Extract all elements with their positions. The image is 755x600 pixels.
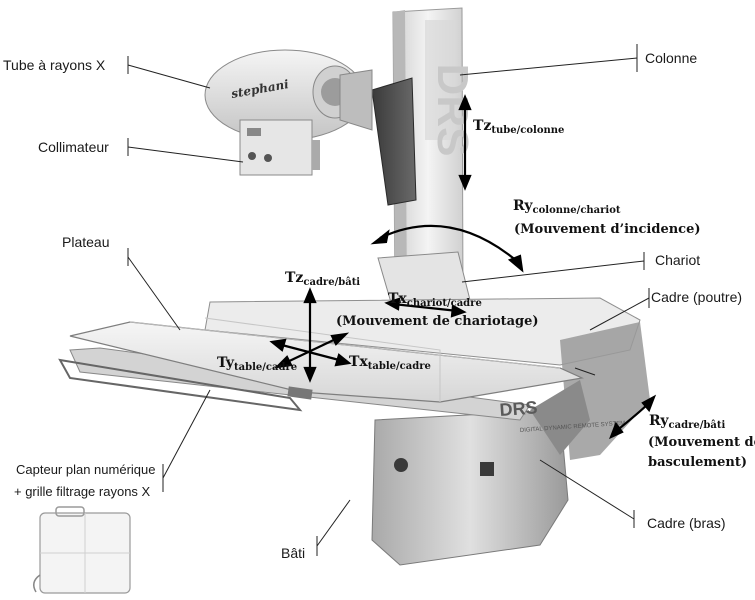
table-logo: DRS (499, 397, 538, 420)
label-capteur-line1: Capteur plan numérique (16, 462, 156, 477)
motion-arrows (269, 94, 657, 440)
tube-head-shape (204, 49, 373, 141)
axis-ty-table: Tytable/cadre (217, 355, 297, 373)
axis-ty-table-sub: table/cadre (234, 362, 298, 373)
collimator-shape (239, 119, 320, 176)
axis-tx-table-main: Tx (349, 354, 368, 370)
axis-ry-cadre-note1: (Mouvement de (648, 435, 755, 450)
axis-tz-cadre-sub: cadre/bâti (303, 277, 361, 288)
axis-tx-table: Txtable/cadre (349, 354, 431, 372)
column-arm-shape (371, 77, 417, 206)
axis-tx-chariot-note: (Mouvement de chariotage) (336, 314, 539, 329)
label-cadre-poutre: Cadre (poutre) (651, 289, 743, 305)
label-chariot: Chariot (655, 252, 701, 268)
leader-lines (127, 44, 650, 556)
axis-tx-chariot-main: Tx (388, 291, 407, 307)
label-colonne: Colonne (645, 50, 698, 66)
axis-ry-cadre-main: Ry (649, 413, 669, 429)
label-cadre-bras: Cadre (bras) (647, 515, 726, 531)
axis-ry-colonne-sub: colonne/chariot (532, 205, 621, 216)
axis-tz-tube-sub: tube/colonne (491, 125, 565, 136)
label-plateau: Plateau (62, 234, 110, 250)
axis-ry-cadre-sub: cadre/bâti (668, 420, 726, 431)
axis-tz-tube-main: Tz (473, 118, 492, 134)
label-tube: Tube à rayons X (3, 57, 106, 73)
axis-ry-cadre-note2: basculement) (648, 455, 748, 470)
axis-tz-tube: Tztube/colonne (473, 118, 564, 136)
axis-ry-colonne: Rycolonne/chariot (513, 198, 621, 216)
axis-tx-chariot-sub: chariot/cadre (406, 298, 482, 309)
base-shape (371, 409, 569, 566)
label-bati: Bâti (281, 545, 306, 561)
label-collimateur: Collimateur (38, 139, 109, 155)
axis-tz-cadre: Tzcadre/bâti (285, 270, 360, 288)
axis-tx-table-sub: table/cadre (367, 361, 431, 372)
axis-tx-chariot: Txchariot/cadre (388, 291, 482, 309)
axis-ry-colonne-main: Ry (513, 198, 533, 214)
axis-tz-cadre-main: Tz (285, 270, 304, 286)
axis-ry-cadre: Rycadre/bâti (649, 413, 725, 431)
label-capteur-line2: + grille filtrage rayons X (14, 484, 151, 499)
axis-ty-table-main: Ty (217, 355, 235, 371)
flat-panel-detector-shape (33, 506, 131, 594)
axis-ry-colonne-note: (Mouvement d’incidence) (514, 222, 701, 237)
